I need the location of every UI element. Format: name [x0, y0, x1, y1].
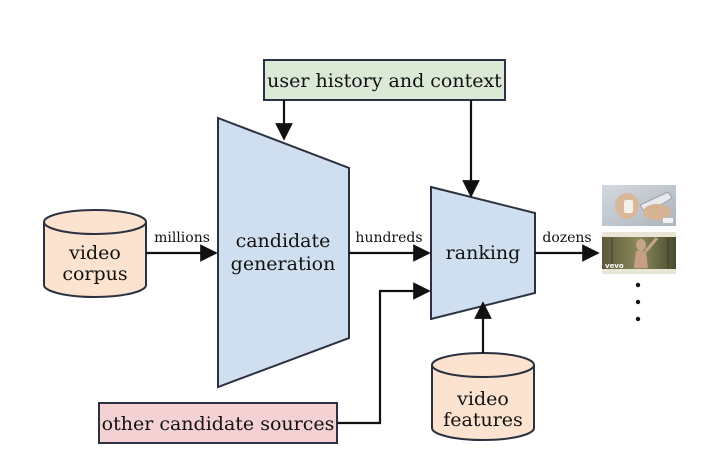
video-corpus-cylinder: video corpus	[43, 209, 147, 298]
candidate-generation-block: candidate generation	[217, 116, 350, 389]
arrow-other-sources-to-ranking	[337, 282, 431, 425]
ranking-label: ranking	[446, 242, 521, 264]
video-features-label-line2: features	[443, 409, 523, 431]
edge-label-millions: millions	[154, 230, 210, 246]
other-sources-label: other candidate sources	[102, 413, 335, 435]
video-corpus-label-line2: corpus	[62, 263, 127, 285]
video-features-label-line1: video	[456, 388, 509, 410]
video-features-cylinder: video features	[431, 352, 535, 441]
candidate-generation-label-line1: candidate	[236, 230, 331, 252]
user-history-label: user history and context	[267, 70, 502, 92]
edge-label-hundreds: hundreds	[355, 230, 422, 246]
edge-label-dozens: dozens	[542, 230, 591, 246]
ranking-block: ranking	[430, 185, 536, 321]
more-items-ellipsis	[635, 282, 641, 322]
other-sources-box: other candidate sources	[98, 402, 338, 444]
candidate-generation-label-line2: generation	[231, 253, 336, 275]
output-thumbnail-dance: vevo	[602, 232, 676, 274]
output-thumbnail-phone	[602, 185, 676, 226]
video-corpus-label-line1: video	[68, 242, 121, 264]
user-history-box: user history and context	[263, 59, 506, 101]
vevo-watermark: vevo	[605, 262, 624, 270]
